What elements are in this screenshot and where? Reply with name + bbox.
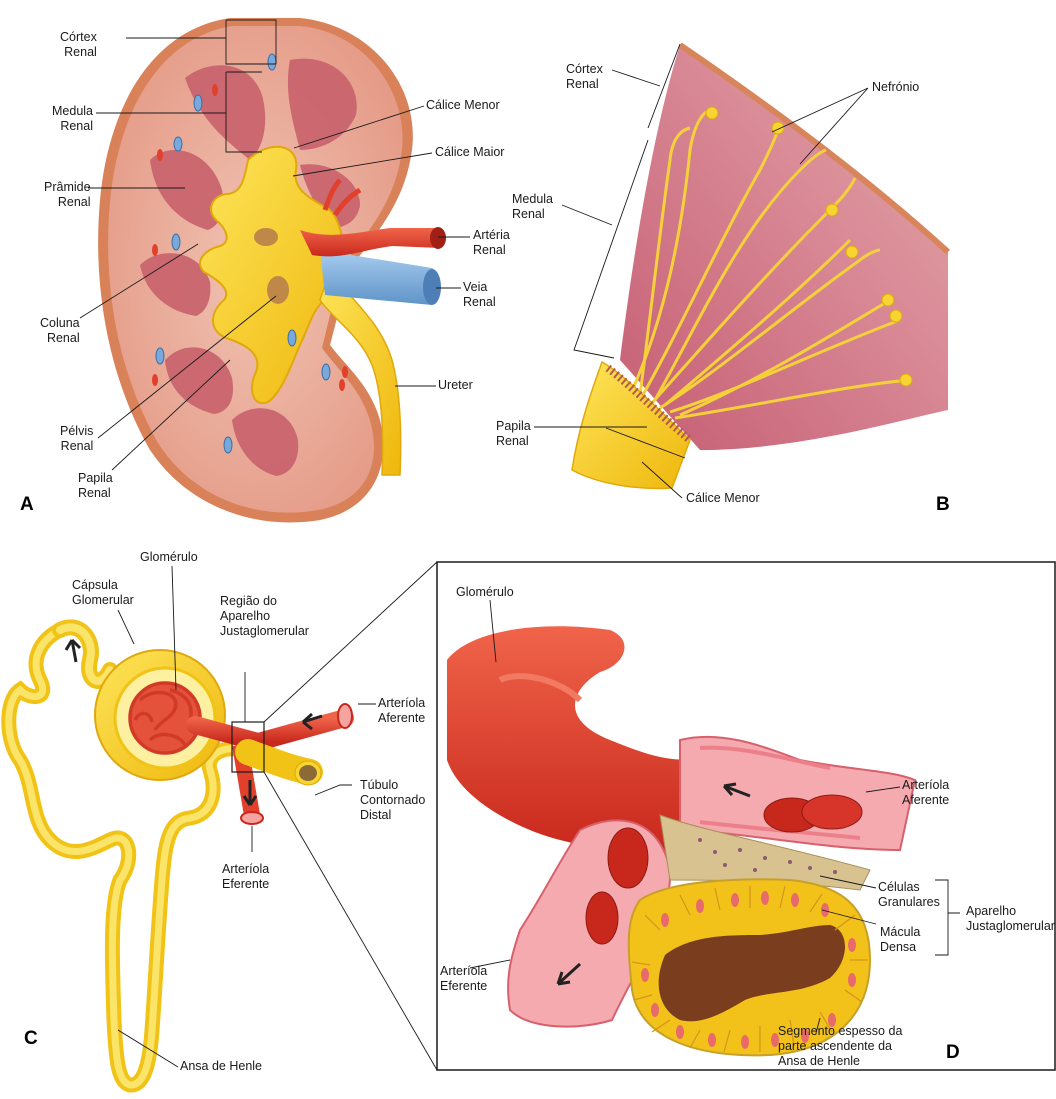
label-pelvis-a: Pélvis Renal bbox=[60, 424, 93, 454]
panel-letter-c: C bbox=[24, 1028, 38, 1050]
label-eferente-c: Arteríola Eferente bbox=[222, 862, 269, 892]
label-aparelho-d: Aparelho Justaglomerular bbox=[966, 904, 1055, 934]
label-calice-maior-a: Cálice Maior bbox=[435, 145, 504, 160]
medulla-wedge bbox=[572, 45, 948, 488]
label-cortex-a: Córtex Renal bbox=[60, 30, 97, 60]
label-macula-d: Mácula Densa bbox=[880, 925, 920, 955]
label-regiao-c: Região do Aparelho Justaglomerular bbox=[220, 594, 309, 639]
label-veia-a: Veia Renal bbox=[463, 280, 496, 310]
label-cortex-b: Córtex Renal bbox=[566, 62, 603, 92]
label-coluna-a: Coluna Renal bbox=[40, 316, 80, 346]
label-medula-b: Medula Renal bbox=[512, 192, 553, 222]
wedge-tissue bbox=[620, 45, 948, 450]
label-papila-b: Papila Renal bbox=[496, 419, 531, 449]
label-tubulo-c: Túbulo Contornado Distal bbox=[360, 778, 425, 823]
label-calice-menor-b: Cálice Menor bbox=[686, 491, 760, 506]
label-ansa-c: Ansa de Henle bbox=[180, 1059, 262, 1074]
label-aferente-c: Arteríola Aferente bbox=[378, 696, 425, 726]
label-granulares-d: Células Granulares bbox=[878, 880, 940, 910]
label-arteria-a: Artéria Renal bbox=[473, 228, 510, 258]
flow-arrow bbox=[66, 640, 80, 662]
label-calice-menor-a: Cálice Menor bbox=[426, 98, 500, 113]
label-medula-a: Medula Renal bbox=[52, 104, 93, 134]
jga-zoom bbox=[437, 562, 1055, 1070]
panel-letter-d: D bbox=[946, 1042, 960, 1064]
panel-letter-a: A bbox=[20, 494, 34, 516]
label-ureter-a: Ureter bbox=[438, 378, 473, 393]
label-papila-a: Papila Renal bbox=[78, 471, 113, 501]
renal-vein-opening bbox=[423, 269, 441, 305]
label-eferente-d: Arteríola Eferente bbox=[440, 964, 487, 994]
label-glomerulo-c: Glomérulo bbox=[140, 550, 198, 565]
label-glomerulo-d: Glomérulo bbox=[456, 585, 514, 600]
renal-artery-opening bbox=[430, 227, 446, 249]
papilla-nub bbox=[267, 276, 289, 304]
label-piramide-a: Prâmide Renal bbox=[44, 180, 91, 210]
label-nefronio-b: Nefrónio bbox=[872, 80, 919, 95]
kidney-section bbox=[98, 18, 446, 522]
nephron bbox=[9, 562, 437, 1085]
label-segmento-d: Segmento espesso da parte ascendente da … bbox=[778, 1024, 902, 1069]
papilla-nub bbox=[254, 228, 278, 246]
label-aferente-d: Arteríola Aferente bbox=[902, 778, 949, 808]
panel-letter-b: B bbox=[936, 494, 950, 516]
label-capsula-c: Cápsula Glomerular bbox=[72, 578, 134, 608]
